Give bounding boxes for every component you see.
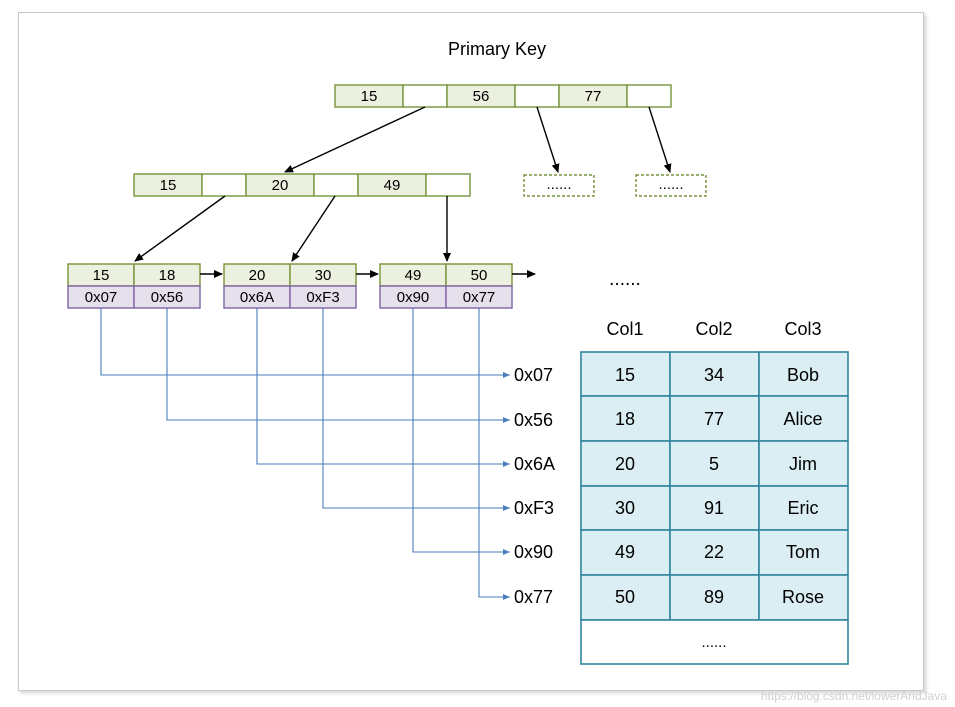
root-to-child3-arrow (648, 106, 672, 173)
table-cell: Tom (786, 542, 820, 562)
data-table: 15 34 Bob 18 77 Alice 20 5 Jim 30 91 Eri… (580, 351, 849, 665)
leaf1-key-1: 15 (93, 267, 110, 284)
table-cell: 5 (709, 454, 719, 474)
level2-node: 15 20 49 (133, 173, 471, 197)
address-label-4: 0xF3 (514, 498, 554, 518)
table-row: 49 22 Tom (580, 529, 849, 576)
root-key-2: 56 (473, 88, 490, 105)
leaf3-ptr-2: 0x77 (463, 289, 496, 306)
table-cell: 34 (704, 365, 724, 385)
table-cell: Bob (787, 365, 819, 385)
level2-to-leaf2-arrow (291, 195, 336, 262)
root-node: 15 56 77 (334, 84, 672, 108)
address-label-6: 0x77 (514, 587, 553, 607)
table-cell: 20 (615, 454, 635, 474)
table-cell: Eric (788, 498, 819, 518)
placeholder-node-2 (635, 174, 707, 197)
table-cell: 15 (615, 365, 635, 385)
table-header-col1: Col1 (606, 319, 643, 339)
leaf2-key-2: 30 (315, 267, 332, 284)
leaf2-ptr-2: 0xF3 (306, 289, 339, 306)
address-label-5: 0x90 (514, 542, 553, 562)
diagram-title: Primary Key (448, 39, 546, 59)
placeholder-node-2-label: ...... (658, 176, 683, 193)
level2-key-1: 15 (160, 177, 177, 194)
table-row: 50 89 Rose (580, 574, 849, 621)
leaf-node-1: 15 18 0x07 0x56 (67, 263, 201, 309)
table-cell: 89 (704, 587, 724, 607)
leaf1-ptr-1: 0x07 (85, 289, 118, 306)
table-cell: 30 (615, 498, 635, 518)
leaf1-key-2: 18 (159, 267, 176, 284)
placeholder-node-1-label: ...... (546, 176, 571, 193)
address-label-2: 0x56 (514, 410, 553, 430)
root-to-level2-arrow (284, 106, 426, 173)
leaf-node-2: 20 30 0x6A 0xF3 (223, 263, 357, 309)
leaf1-ptr-2: 0x56 (151, 289, 184, 306)
root-to-child2-arrow (536, 106, 560, 173)
table-header-col3: Col3 (784, 319, 821, 339)
table-cell: 91 (704, 498, 724, 518)
placeholder-node-1 (523, 174, 595, 197)
table-ellipsis: ...... (701, 634, 726, 651)
table-header-col2: Col2 (695, 319, 732, 339)
root-key-3: 77 (585, 88, 602, 105)
level2-key-2: 20 (272, 177, 289, 194)
table-row-ellipsis: ...... (580, 619, 849, 665)
table-cell: Jim (789, 454, 817, 474)
address-label-1: 0x07 (514, 365, 553, 385)
leaf3-key-2: 50 (471, 267, 488, 284)
table-cell: Rose (782, 587, 824, 607)
pointer-lines (100, 308, 510, 600)
table-cell: Alice (783, 409, 822, 429)
leaf3-key-1: 49 (405, 267, 422, 284)
root-key-1: 15 (361, 88, 378, 105)
watermark-text: https://blog.csdn.net/lowerAndJava (760, 689, 947, 703)
leaf3-ptr-1: 0x90 (397, 289, 430, 306)
level2-key-3: 49 (384, 177, 401, 194)
table-row: 18 77 Alice (580, 395, 849, 442)
table-row: 15 34 Bob (580, 351, 849, 397)
table-cell: 50 (615, 587, 635, 607)
table-row: 30 91 Eric (580, 485, 849, 531)
leaf-node-3: 49 50 0x90 0x77 (379, 263, 513, 309)
table-cell: 22 (704, 542, 724, 562)
level2-to-leaf1-arrow (134, 195, 226, 262)
leaf2-key-1: 20 (249, 267, 266, 284)
table-cell: 77 (704, 409, 724, 429)
table-cell: 49 (615, 542, 635, 562)
leaf-ellipsis: ...... (609, 269, 641, 290)
leaf2-ptr-1: 0x6A (240, 289, 274, 306)
table-row: 20 5 Jim (580, 440, 849, 487)
table-cell: 18 (615, 409, 635, 429)
address-label-3: 0x6A (514, 454, 555, 474)
